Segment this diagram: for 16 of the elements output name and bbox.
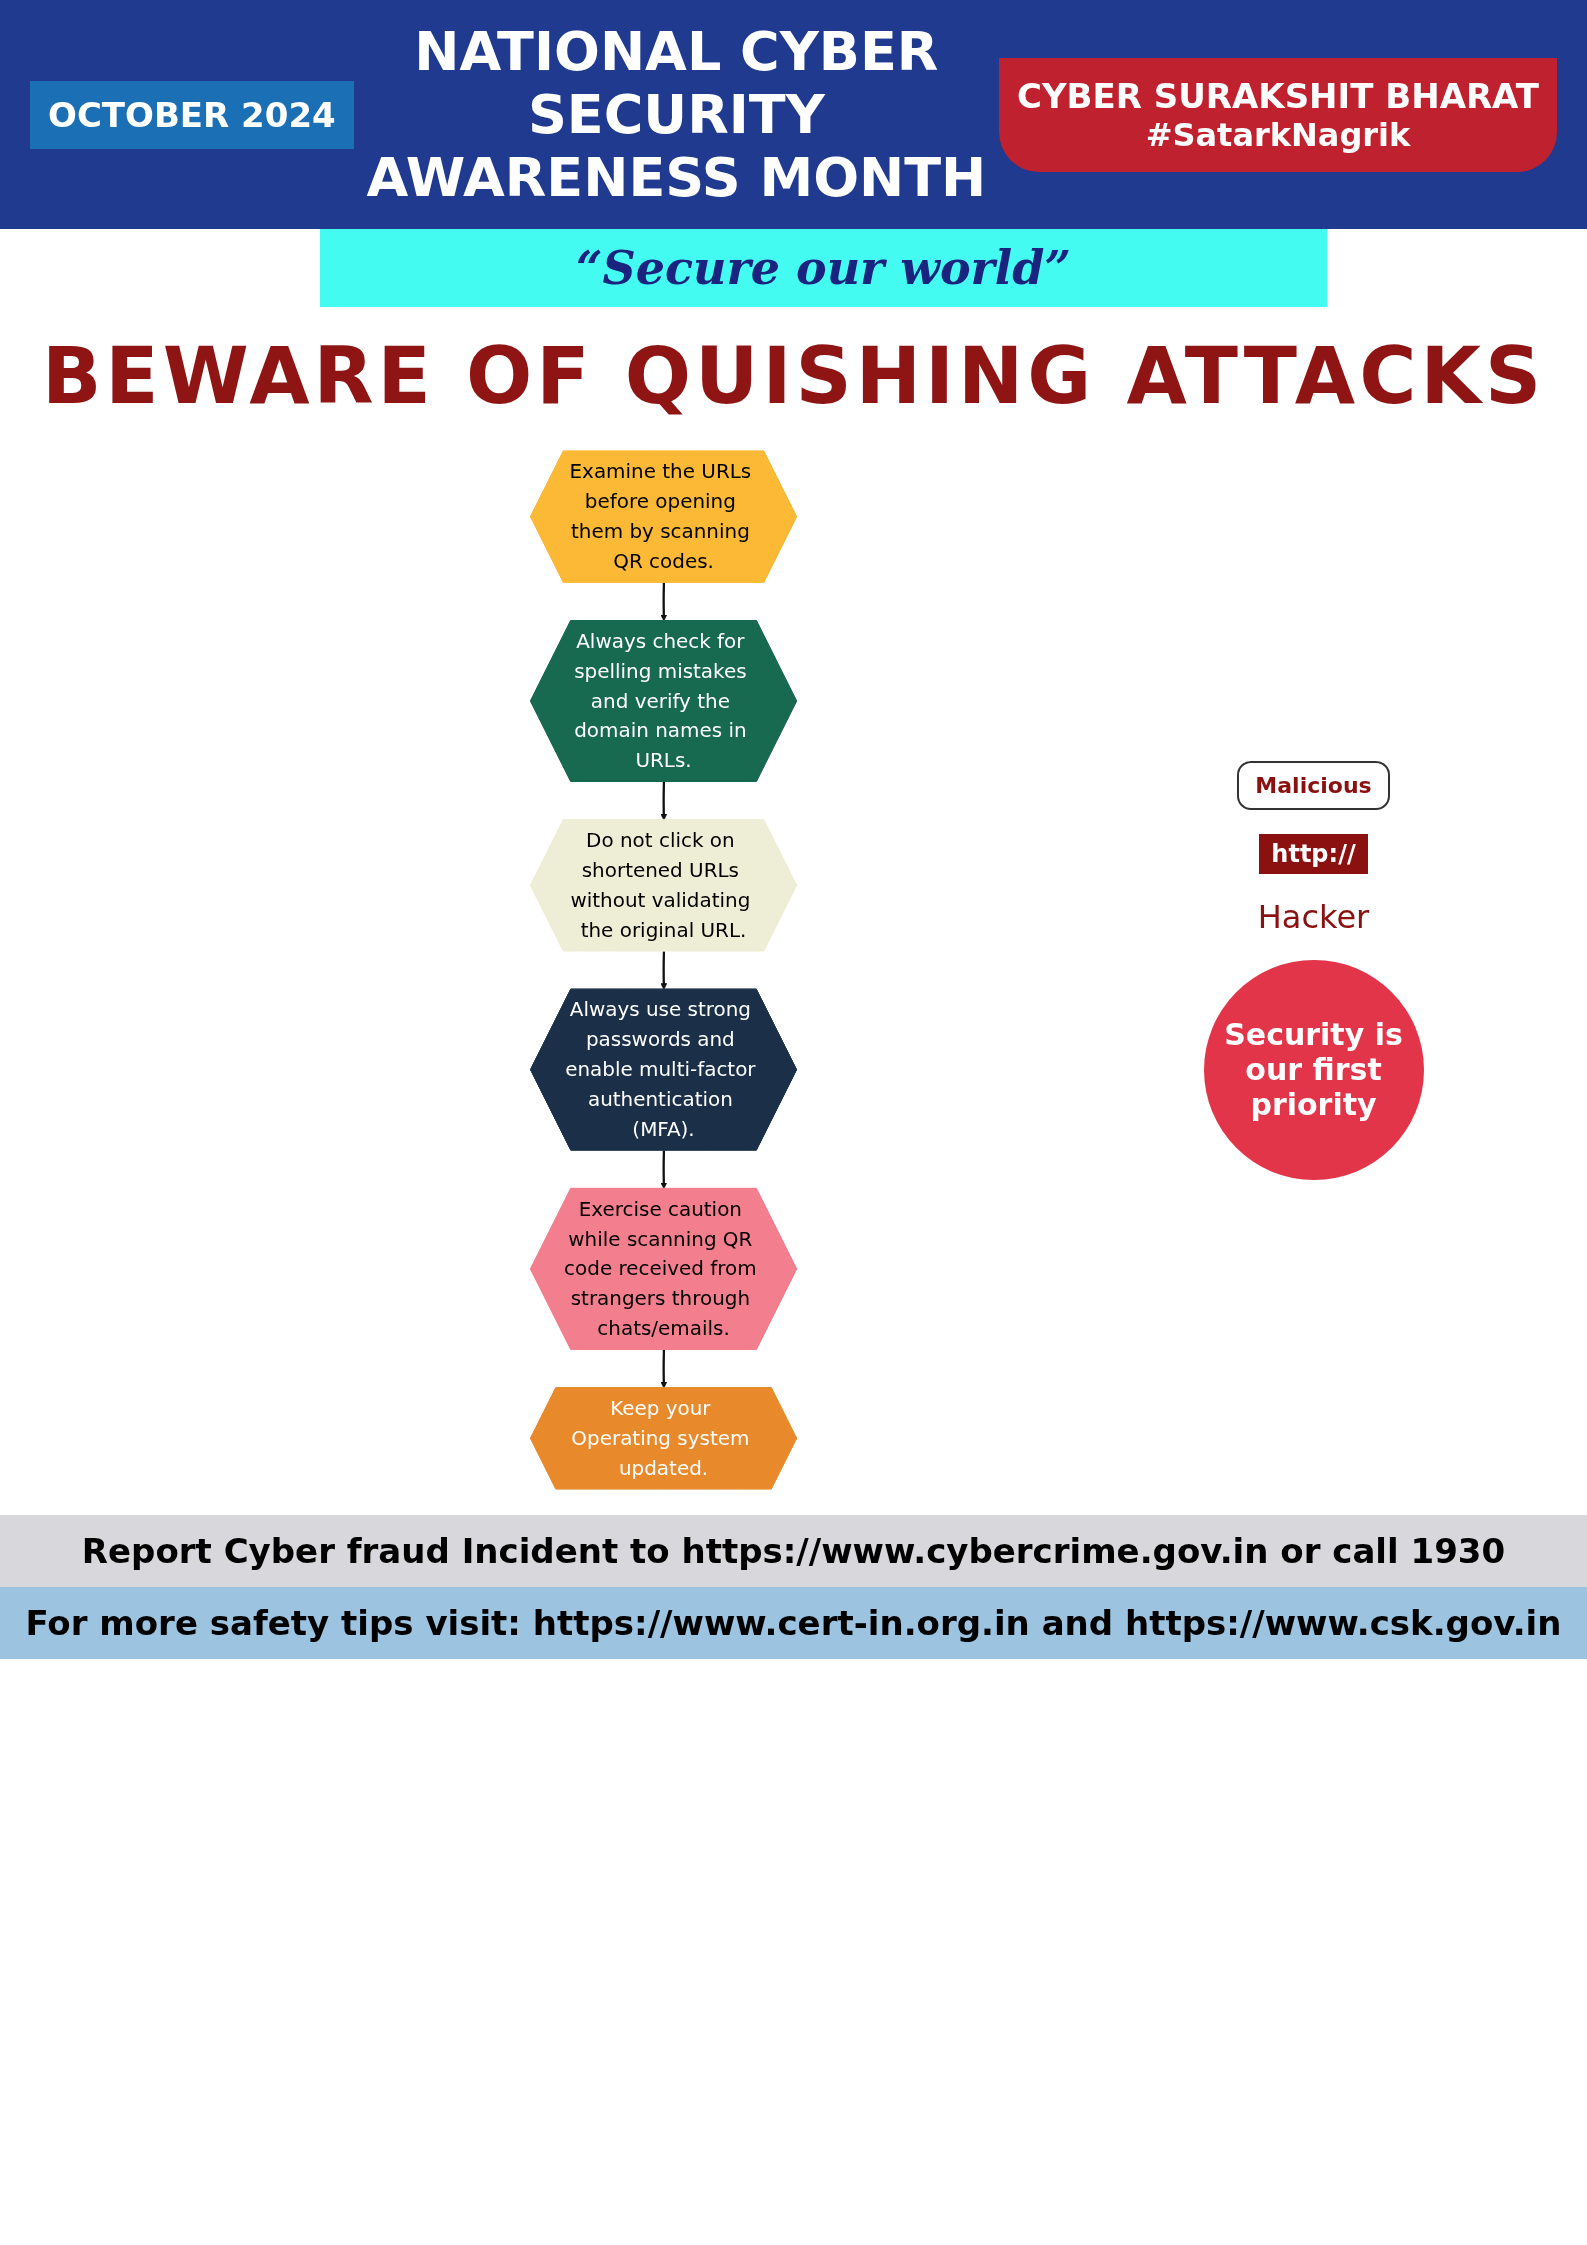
arrow (660, 1349, 668, 1389)
url-tag: http:// (1259, 833, 1368, 874)
tips-bar: For more safety tips visit: https://www.cert-in.org.in and https://www.csk.gov.in (0, 1587, 1587, 1659)
date-badge: OCTOBER 2024 (30, 80, 354, 149)
report-bar: Report Cyber fraud Incident to https://www.cybercrime.gov.in or call 1930 (0, 1515, 1587, 1587)
arrow (660, 781, 668, 821)
slogan-banner: “Secure our world” (320, 229, 1327, 307)
title: BEWARE OF QUISHING ATTACKS (40, 331, 1547, 421)
arrow (660, 951, 668, 990)
priority-badge: Security is our first priority (1203, 959, 1424, 1180)
ribbon-badge: CYBER SURAKSHIT BHARAT #SatarkNagrik (998, 57, 1557, 172)
arrow (660, 582, 668, 622)
banner-title: NATIONAL CYBER SECURITY AWARENESS MONTH (365, 20, 988, 209)
warning-bubble: Malicious (1237, 760, 1390, 810)
caption: Hacker (1257, 897, 1370, 936)
arrow (660, 1150, 668, 1190)
